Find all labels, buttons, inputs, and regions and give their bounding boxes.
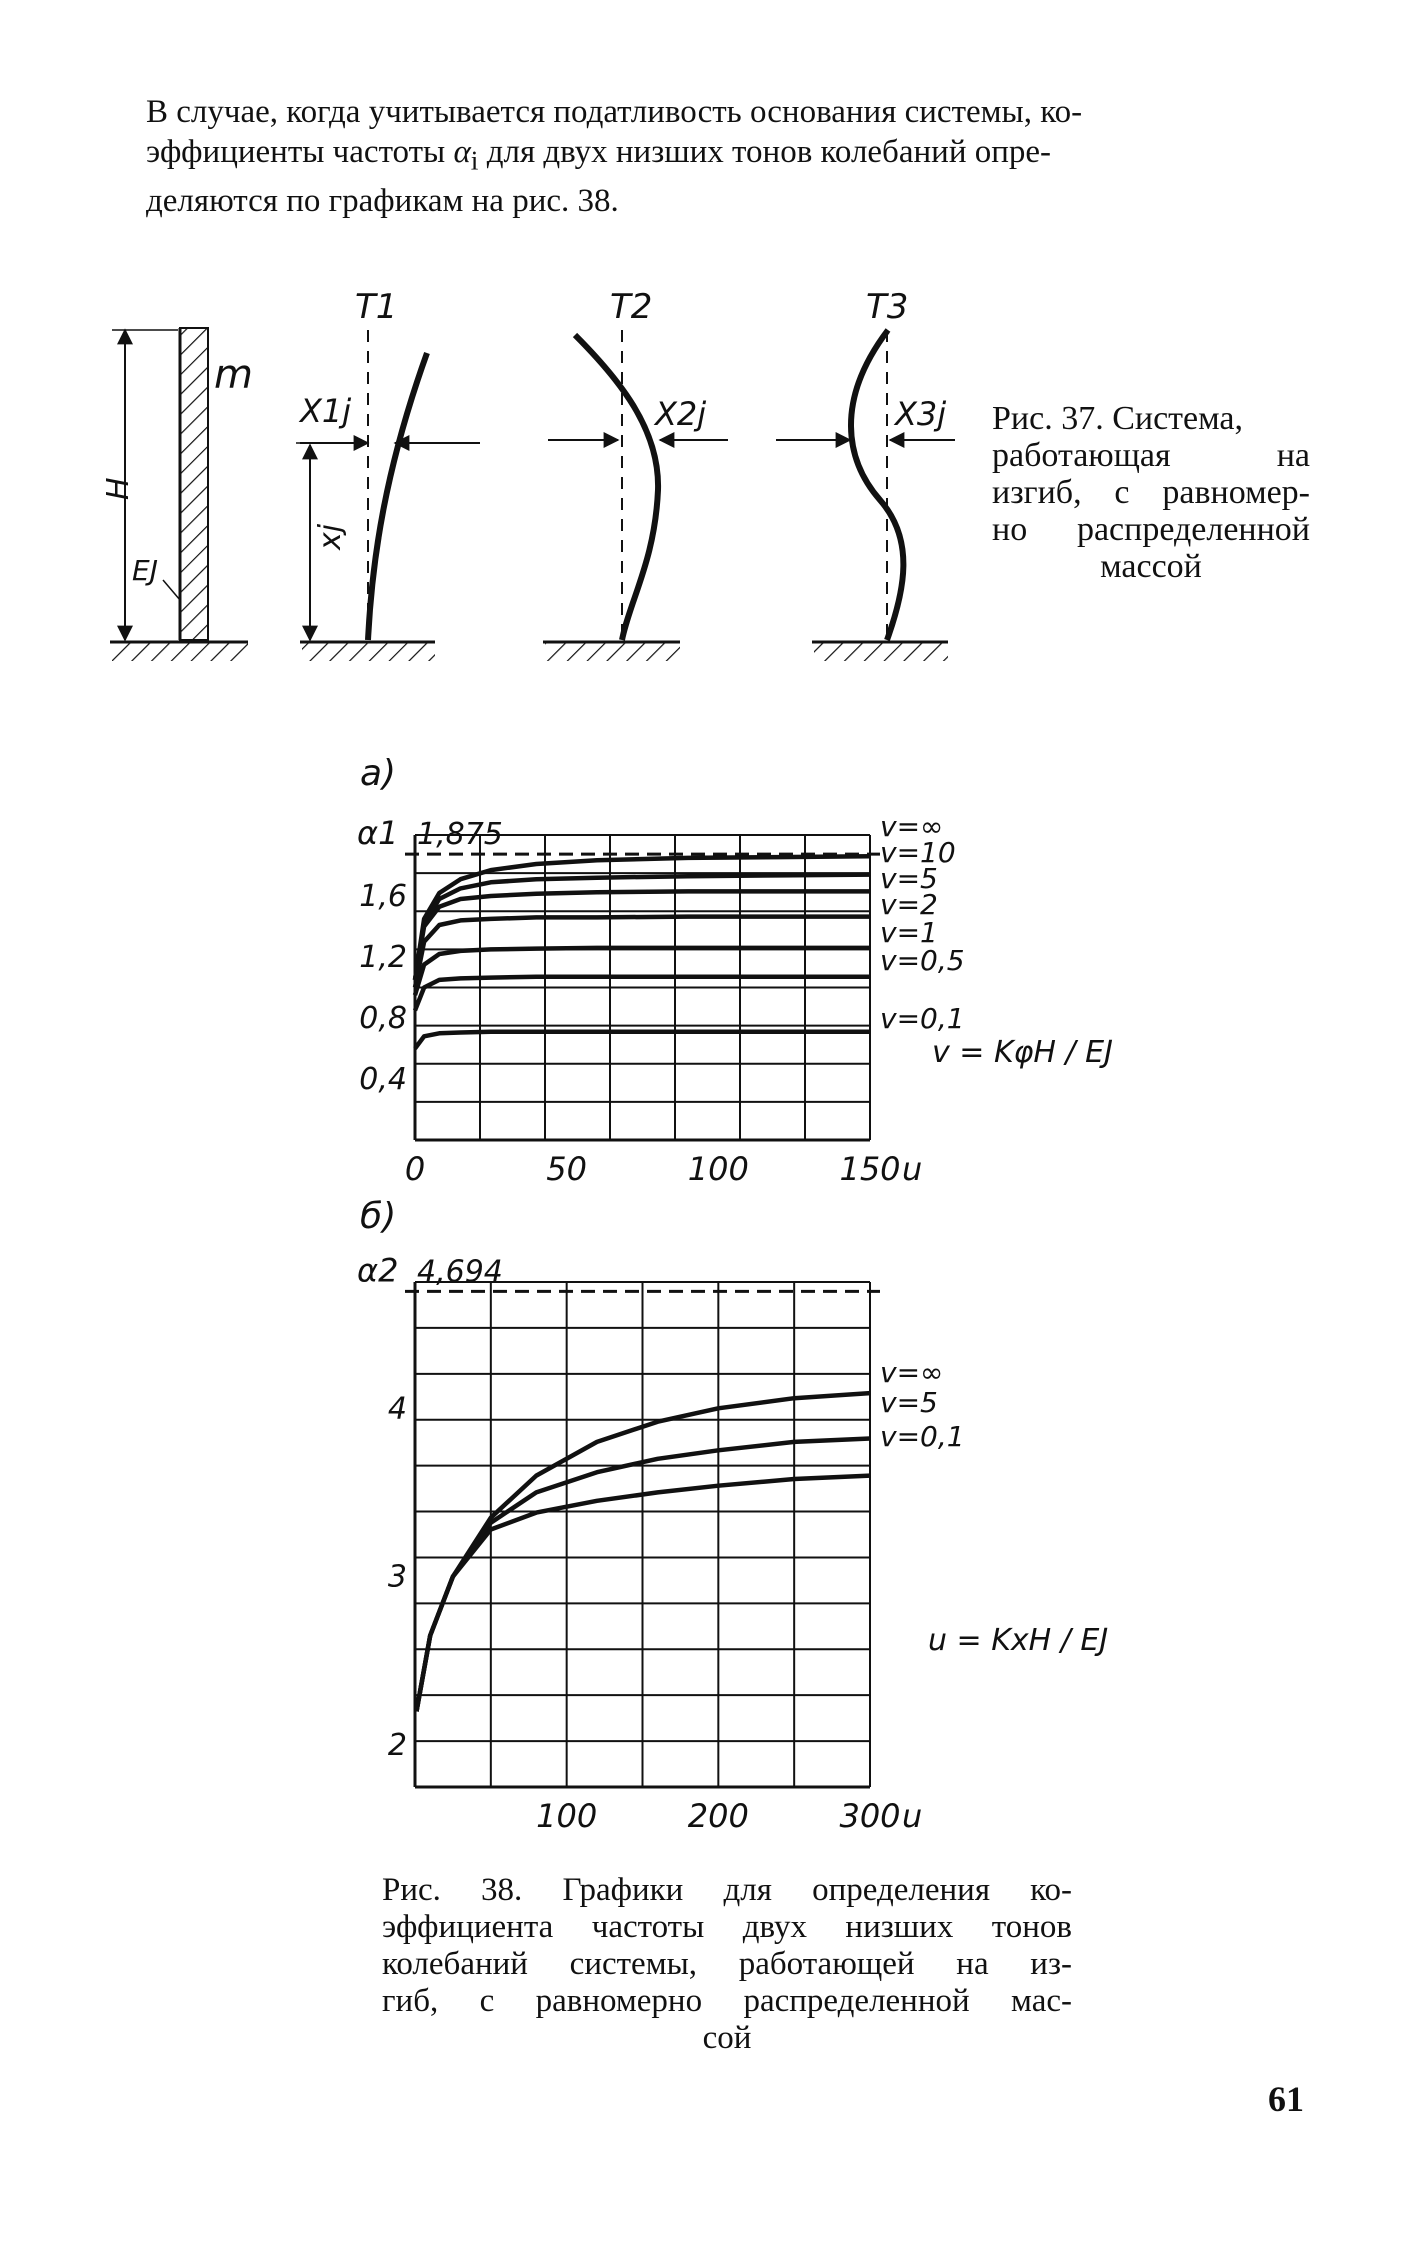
- paragraph-line-2a: эффициенты частоты: [146, 134, 454, 170]
- x-axis-label: u: [902, 1797, 922, 1835]
- page-number: 61: [1268, 2079, 1304, 2119]
- fig37-caption-line: но распределенной: [992, 511, 1310, 548]
- x-axis-label: u: [902, 1150, 922, 1188]
- label-stiffness: EJ: [132, 554, 158, 587]
- figure-37-diagram: [110, 327, 955, 661]
- series-line: [413, 1029, 870, 1050]
- fig37-caption-line: Рис. 37. Система,: [992, 400, 1243, 437]
- y-tick-label: 3: [388, 1560, 407, 1595]
- label-mode2: T2: [610, 287, 652, 327]
- label-disp1: X1j: [298, 392, 351, 430]
- label-mass: m: [214, 352, 253, 398]
- asymptote-label: 1,875: [417, 817, 503, 852]
- series-line: [412, 854, 871, 981]
- y-tick-label: 1,6: [359, 879, 407, 914]
- y-tick-label: 4: [388, 1391, 407, 1426]
- series-label: v=∞: [880, 1356, 943, 1389]
- column-system: [110, 327, 248, 661]
- y-axis-label: α2: [357, 1251, 398, 1289]
- fig37-caption-line: работающая на: [992, 437, 1310, 474]
- y-tick-label: 0,8: [359, 1001, 407, 1036]
- series-line: [412, 889, 870, 981]
- x-tick-label: 100: [688, 1150, 749, 1188]
- x-tick-label: 50: [546, 1150, 587, 1188]
- formula-text: u = KxH / EJ: [928, 1623, 1108, 1658]
- paragraph-line-2: эффициенты частоты αi для двух низших то…: [146, 132, 1306, 181]
- panel-label: б): [360, 1196, 396, 1237]
- mode-shape-t2: [543, 330, 728, 661]
- y-axis-label: α1: [357, 814, 398, 852]
- figure-38-caption: Рис. 38. Графики для определения ко- эфф…: [382, 1872, 1072, 2057]
- series-label: v=2: [880, 888, 938, 921]
- label-height: H: [101, 477, 136, 500]
- asymptote-label: 4,694: [417, 1254, 503, 1289]
- series-line: [412, 914, 870, 988]
- paragraph-line-1: В случае, когда учитывается податливость…: [146, 94, 1083, 130]
- intro-paragraph: В случае, когда учитывается податливость…: [146, 92, 1306, 221]
- paragraph-line-3: деляются по графикам на рис. 38.: [146, 182, 619, 219]
- formula-text: v = KφH / EJ: [932, 1035, 1113, 1070]
- series-label: v=5: [880, 1386, 938, 1419]
- mode-shape-t3: [776, 328, 955, 661]
- label-coord: xj: [313, 523, 348, 551]
- label-mode1: T1: [355, 287, 397, 327]
- series-label: v=∞: [880, 810, 943, 843]
- figure-37-caption: Рис. 37. Система, работающая на изгиб, с…: [992, 400, 1310, 585]
- mode-shape-t1: [296, 330, 480, 661]
- x-tick-label: 200: [688, 1797, 749, 1835]
- x-tick-label: 0: [405, 1150, 425, 1188]
- series-label: v=0,5: [880, 944, 965, 977]
- x-tick-label: 150: [839, 1150, 900, 1188]
- y-tick-label: 0,4: [359, 1062, 407, 1097]
- label-disp2: X2j: [653, 395, 706, 433]
- y-tick-label: 2: [388, 1728, 407, 1763]
- y-tick-label: 1,2: [359, 940, 407, 975]
- panel-label: а): [360, 753, 396, 794]
- fig37-caption-line: массой: [1100, 548, 1202, 585]
- x-tick-label: 100: [536, 1797, 597, 1835]
- fig38-caption-line: сой: [702, 2020, 752, 2056]
- paragraph-line-2b: для двух низших тонов колебаний опре-: [478, 134, 1052, 170]
- series-label: v=10: [880, 836, 956, 869]
- series-line: [412, 974, 870, 1012]
- label-disp3: X3j: [893, 395, 946, 433]
- series-line: [414, 1473, 871, 1712]
- x-tick-label: 300: [839, 1797, 900, 1835]
- fig38-caption-line: Рис. 38. Графики для определения ко-: [382, 1872, 1072, 1908]
- fig37-caption-line: изгиб, с равномер-: [992, 474, 1310, 511]
- series-label: v=1: [880, 916, 938, 949]
- series-label: v=0,1: [880, 1420, 965, 1453]
- fig38-caption-line: колебаний системы, работающей на из-: [382, 1946, 1072, 1982]
- series-line: [412, 945, 870, 996]
- fig38-caption-line: гиб, с равномерно распределенной мас-: [382, 1983, 1072, 2019]
- series-label: v=5: [880, 862, 938, 895]
- series-label: v=0,1: [880, 1002, 965, 1035]
- series-line: [412, 872, 871, 981]
- alpha-subscript: i: [470, 144, 479, 176]
- label-mode3: T3: [866, 287, 908, 327]
- alpha-symbol: α: [453, 134, 471, 170]
- fig38-caption-line: эффициента частоты двух низших тонов: [382, 1909, 1072, 1945]
